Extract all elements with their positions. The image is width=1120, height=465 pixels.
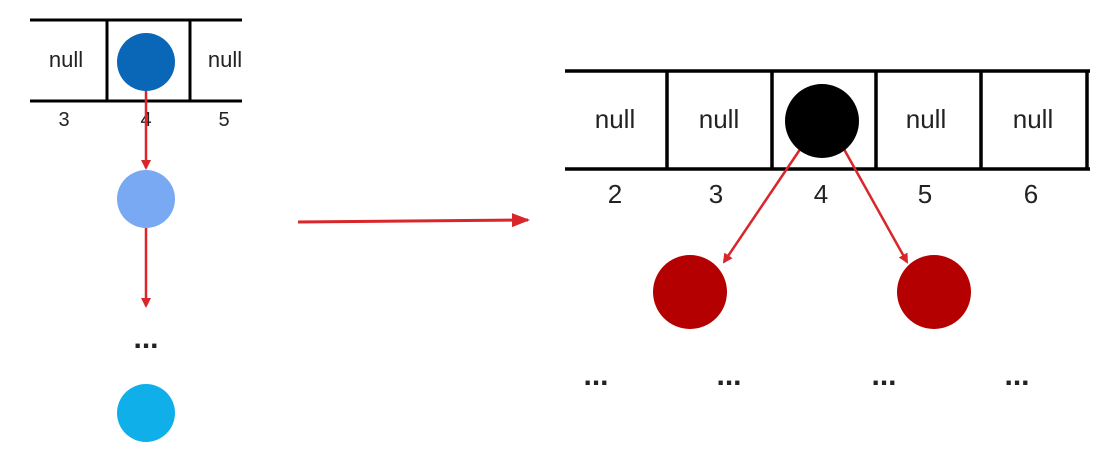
array-index-label: 2 (608, 179, 622, 209)
tree-root-node (785, 84, 859, 158)
array-index-label: 4 (814, 179, 828, 209)
tree-ellipsis: ... (583, 359, 608, 392)
tree-edge-arrow (722, 141, 807, 264)
array-index-label: 3 (709, 179, 723, 209)
list-tail-node (117, 384, 175, 442)
tree-edge-arrow (838, 141, 909, 264)
array-index-label: 5 (918, 179, 932, 209)
array-cell-value: null (49, 47, 83, 72)
tree-ellipsis: ... (871, 359, 896, 392)
tree-ellipsis: ... (716, 359, 741, 392)
array-cell-value: null (208, 47, 242, 72)
tree-child-node-right (897, 255, 971, 329)
array-index-label: 6 (1024, 179, 1038, 209)
array-cell-value: null (699, 104, 739, 134)
array-cell-value: null (906, 104, 946, 134)
list-ellipsis: ... (133, 322, 158, 355)
array-index-label: 5 (218, 109, 229, 131)
bucket-head-node (117, 33, 175, 91)
array-cell-value: null (595, 104, 635, 134)
transform-arrow-line (297, 213, 530, 228)
array-cell-value: null (1013, 104, 1053, 134)
array-index-label: 3 (58, 109, 69, 131)
tree-bucket-panel: null null null null 2 3 4 5 6 ... ... ..… (565, 69, 1090, 392)
tree-ellipsis: ... (1004, 359, 1029, 392)
tree-child-node-left (653, 255, 727, 329)
linked-list-bucket-panel: null null 3 4 5 ... (30, 18, 242, 442)
list-node (117, 170, 175, 228)
transform-arrow (297, 213, 530, 228)
